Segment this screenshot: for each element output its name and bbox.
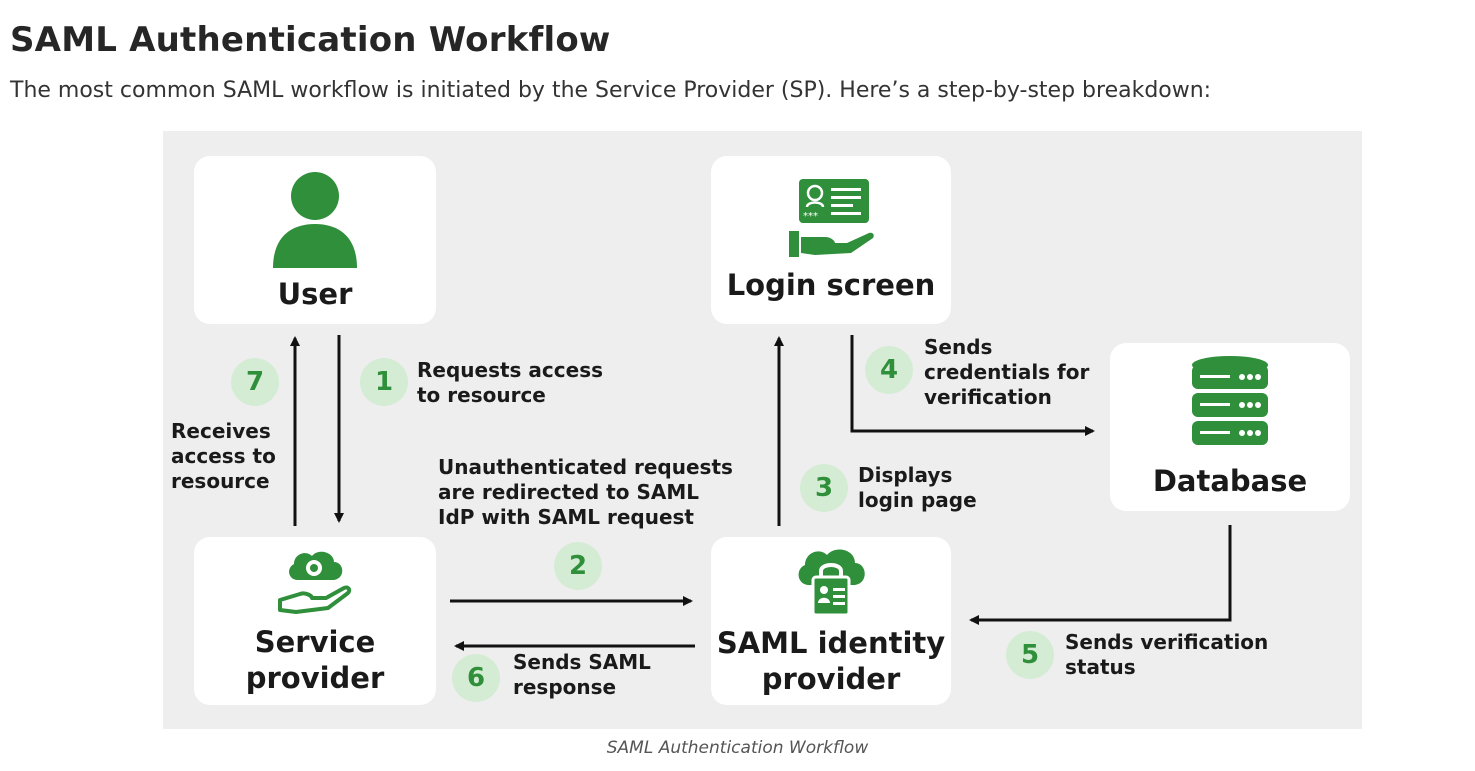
database-icon <box>1192 356 1268 445</box>
step-3-badge: 3 <box>800 464 848 512</box>
step-4-text: Sends credentials for verification <box>924 335 1090 409</box>
arrow-step-5 <box>969 525 1232 625</box>
cloud-lock-icon <box>798 549 865 617</box>
step-7-text: Receives access to resource <box>171 419 276 493</box>
svg-text:***: *** <box>803 211 818 222</box>
node-user-label: User <box>277 277 353 311</box>
step-4-badge: 4 <box>865 346 913 394</box>
step-2-badge: 2 <box>554 542 602 590</box>
intro-paragraph: The most common SAML workflow is initiat… <box>10 78 1212 103</box>
user-icon <box>273 172 357 268</box>
step-3-text: Displays login page <box>858 463 977 512</box>
step-5-text: Sends verification status <box>1065 630 1269 679</box>
node-identity-provider: SAML identity provider <box>711 537 951 705</box>
step-6-badge: 6 <box>452 654 500 702</box>
node-login-screen-label: Login screen <box>726 268 936 302</box>
saml-workflow-diagram: User *** Login screen <box>163 131 1362 729</box>
node-service-provider: Service provider <box>194 537 436 705</box>
cloud-gear-hand-icon <box>278 551 352 614</box>
node-service-provider-label: Service provider <box>245 625 385 695</box>
id-card-hand-icon: *** <box>789 179 874 257</box>
page-title: SAML Authentication Workflow <box>10 20 611 60</box>
workflow-arrows <box>290 335 1232 651</box>
node-identity-provider-label: SAML identity provider <box>716 626 946 696</box>
step-1-text: Requests access to resource <box>417 358 603 407</box>
node-user: User <box>194 156 436 324</box>
step-1-badge: 1 <box>360 358 408 406</box>
node-database-label: Database <box>1152 464 1308 498</box>
step-2-text: Unauthenticated requests are redirected … <box>438 455 733 529</box>
arrow-step-4 <box>850 335 1095 436</box>
step-5-badge: 5 <box>1006 631 1054 679</box>
figure-caption: SAML Authentication Workflow <box>606 738 869 758</box>
step-7-badge: 7 <box>231 358 279 406</box>
step-6-text: Sends SAML response <box>513 650 651 699</box>
node-database: Database <box>1110 343 1350 511</box>
node-login-screen: *** Login screen <box>711 156 951 324</box>
